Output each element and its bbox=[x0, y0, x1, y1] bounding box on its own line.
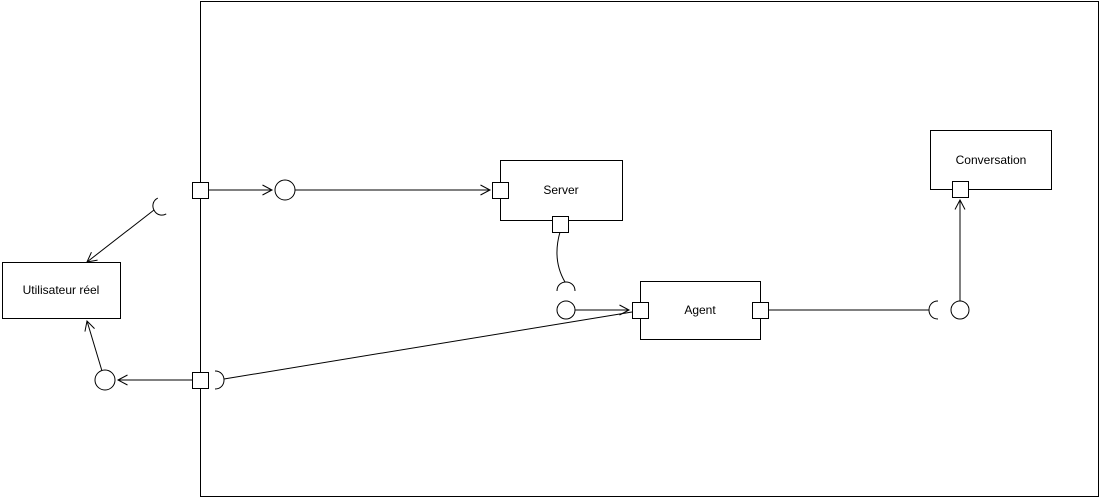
server-label: Server bbox=[543, 183, 578, 197]
required-interface-socket-top-icon bbox=[152, 197, 167, 216]
boundary-port-top bbox=[192, 182, 209, 199]
required-interface-socket-conversation-icon bbox=[928, 300, 939, 320]
connector-agent-to-boundary-socket bbox=[223, 311, 633, 380]
conversation-node[interactable] bbox=[930, 130, 1052, 190]
boundary-port-bottom bbox=[192, 372, 209, 389]
provided-interface-ball-top-icon bbox=[274, 179, 296, 201]
system-boundary[interactable] bbox=[200, 1, 1099, 497]
provided-interface-ball-conversation-icon bbox=[950, 300, 970, 320]
agent-label: Agent bbox=[684, 303, 716, 317]
utilisateur-reel-label: Utilisateur réel bbox=[23, 283, 100, 297]
agent-port-right bbox=[752, 302, 769, 319]
utilisateur-reel-node[interactable] bbox=[2, 262, 121, 319]
conversation-label: Conversation bbox=[956, 153, 1027, 167]
required-interface-socket-server-icon bbox=[556, 281, 576, 292]
required-interface-socket-bottom-icon bbox=[214, 370, 225, 390]
agent-port-left bbox=[632, 302, 649, 319]
connector-socket-to-utilisateur bbox=[86, 209, 155, 263]
conversation-port-bottom bbox=[952, 181, 969, 198]
server-node[interactable] bbox=[500, 160, 623, 221]
server-port-left bbox=[492, 182, 509, 199]
server-port-bottom bbox=[552, 216, 569, 233]
connector-server-to-socket bbox=[556, 231, 566, 283]
provided-interface-ball-agent-icon bbox=[556, 300, 576, 320]
connector-ball-to-utilisateur bbox=[84, 319, 103, 372]
provided-interface-ball-bottom-icon bbox=[94, 369, 116, 391]
